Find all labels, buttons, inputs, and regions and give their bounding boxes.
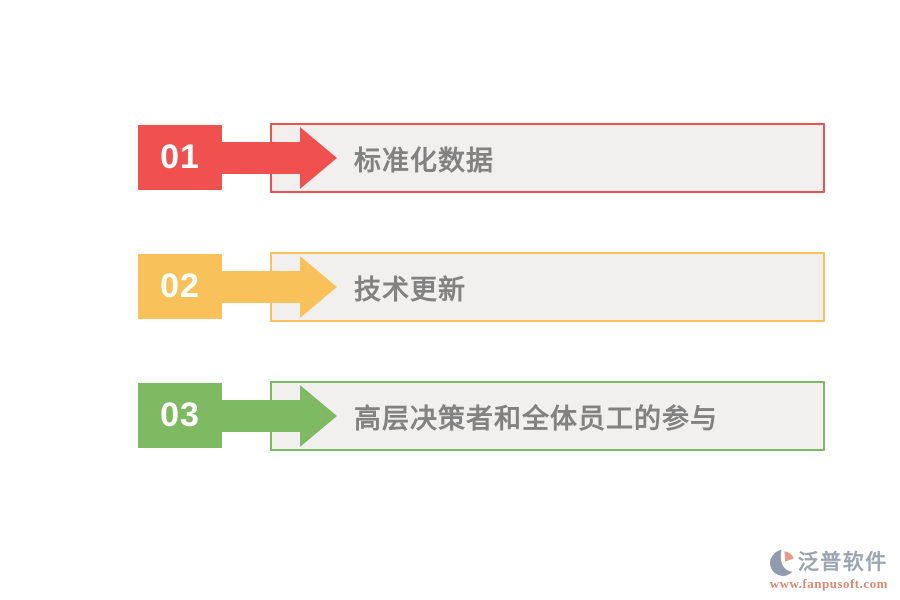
- step-label-3: 高层决策者和全体员工的参与: [354, 403, 718, 434]
- arrow-right-icon: [222, 127, 337, 189]
- brand-watermark: 泛普软件 www.fanpusoft.com: [769, 549, 888, 592]
- list-item-1: 标准化数据 01: [0, 123, 900, 193]
- step-label-box-1: 标准化数据: [270, 123, 825, 193]
- fanpu-logo-icon: [769, 549, 794, 576]
- step-number-badge-3: 03: [138, 383, 222, 448]
- step-label-1: 标准化数据: [354, 145, 494, 176]
- brand-row: 泛普软件: [769, 549, 888, 576]
- brand-name: 泛普软件: [797, 550, 888, 574]
- step-number-3: 03: [160, 396, 200, 434]
- step-label-2: 技术更新: [354, 274, 466, 305]
- step-number-badge-1: 01: [138, 125, 222, 190]
- step-number-1: 01: [160, 138, 200, 176]
- step-label-box-3: 高层决策者和全体员工的参与: [270, 381, 825, 451]
- arrow-right-icon: [222, 385, 337, 447]
- step-number-2: 02: [160, 267, 200, 305]
- step-label-box-2: 技术更新: [270, 252, 825, 322]
- list-item-3: 高层决策者和全体员工的参与 03: [0, 381, 900, 451]
- list-item-2: 技术更新 02: [0, 252, 900, 322]
- brand-url: www.fanpusoft.com: [769, 576, 888, 591]
- arrow-right-icon: [222, 256, 337, 318]
- step-number-badge-2: 02: [138, 254, 222, 319]
